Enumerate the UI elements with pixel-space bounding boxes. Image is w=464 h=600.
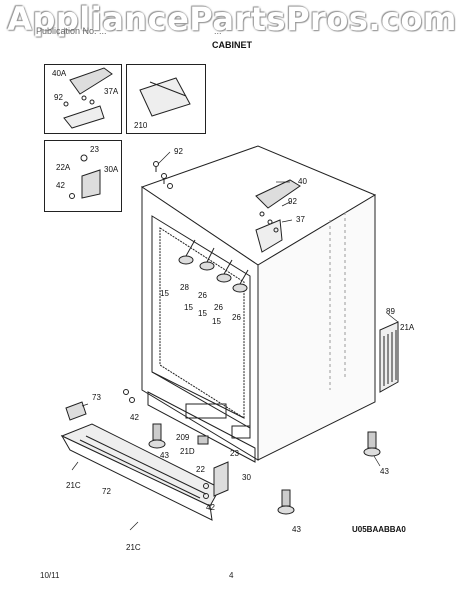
label-15: 15 — [198, 309, 207, 318]
label-209: 209 — [176, 433, 190, 442]
label-26: 26 — [232, 313, 241, 322]
label-210: 210 — [134, 121, 148, 130]
label-73: 73 — [92, 393, 101, 402]
watermark-logo: AppliancePartsPros.com — [7, 0, 457, 38]
label-28: 28 — [180, 283, 189, 292]
page-title: CABINET — [212, 40, 252, 50]
leveling-legs-43 — [148, 423, 381, 515]
label-43: 43 — [160, 451, 169, 460]
screws-92 — [153, 161, 173, 189]
label-40A: 40A — [52, 69, 67, 78]
label-42: 42 — [206, 503, 215, 512]
label-22A: 22A — [56, 163, 71, 172]
label-92: 92 — [288, 197, 297, 206]
footer-date: 10/11 — [40, 571, 60, 580]
label-15: 15 — [184, 303, 193, 312]
cabinet-body — [140, 145, 377, 463]
inset-shelf-parts — [139, 77, 191, 117]
label-30A: 30A — [104, 165, 119, 174]
shelf-supports — [178, 239, 249, 293]
label-22: 22 — [196, 465, 205, 474]
label-72: 72 — [102, 487, 111, 496]
label-43: 43 — [292, 525, 301, 534]
publication-header-right: ... — [214, 26, 222, 36]
label-42: 42 — [130, 413, 139, 422]
side-strip-89 — [379, 321, 399, 393]
label-92: 92 — [54, 93, 63, 102]
inset-top-bracket-parts — [63, 67, 113, 129]
footer-page-number: 4 — [229, 571, 234, 580]
filter-73 — [65, 401, 87, 421]
label-21C: 21C — [66, 481, 81, 490]
label-26: 26 — [198, 291, 207, 300]
label-37A: 37A — [104, 87, 119, 96]
label-37: 37 — [296, 215, 305, 224]
label-21C: 21C — [126, 543, 141, 552]
label-15: 15 — [212, 317, 221, 326]
label-21A: 21A — [400, 323, 415, 332]
label-43: 43 — [380, 467, 389, 476]
hinge-bracket-30 — [123, 389, 229, 499]
part-labels: 40A 92 37A 210 23 22A 30A 42 92 40 92 37… — [52, 69, 415, 552]
leader-lines — [71, 151, 399, 531]
front-grille-72 — [60, 423, 221, 521]
label-40: 40 — [298, 177, 307, 186]
inset-hinge-parts — [69, 154, 101, 199]
label-21D: 21D — [180, 447, 195, 456]
label-23: 23 — [230, 449, 239, 458]
label-26: 26 — [214, 303, 223, 312]
label-23: 23 — [90, 145, 99, 154]
bracket-40 — [255, 179, 301, 253]
label-92: 92 — [174, 147, 183, 156]
label-30: 30 — [242, 473, 251, 482]
label-42: 42 — [56, 181, 65, 190]
publication-header: Publication No. ... — [36, 26, 107, 36]
diagram-code: U05BAABBA0 — [352, 525, 406, 534]
label-89: 89 — [386, 307, 395, 316]
label-15: 15 — [160, 289, 169, 298]
inset-hinge-bracket — [44, 140, 122, 212]
